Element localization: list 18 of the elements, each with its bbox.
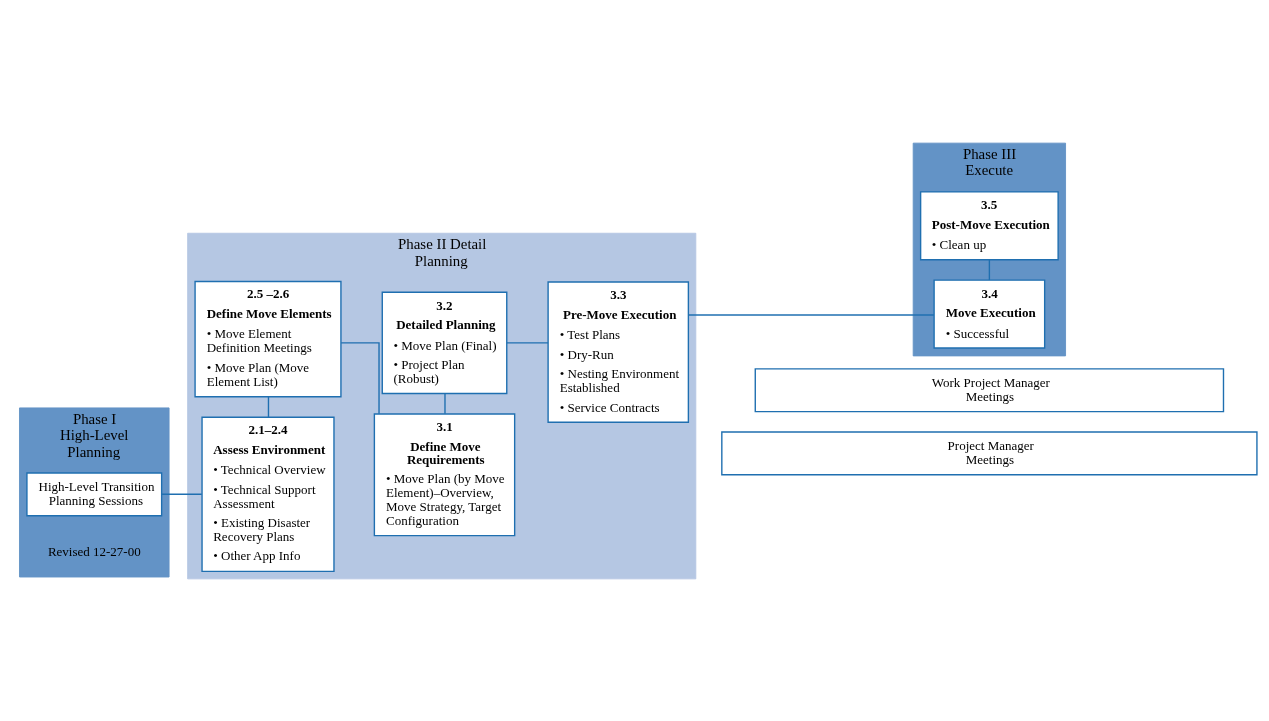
connector <box>506 341 549 344</box>
connector <box>988 258 991 281</box>
node-box: High-Level Transition Planning Sessions <box>26 471 163 516</box>
node-box: 3.5 Post-Move Execution • Clean up <box>919 190 1059 260</box>
node-box: 3.4 Move Execution • Successful <box>933 279 1046 349</box>
node-box: 3.1 Define Move Requirements • Move Plan (by Move Element)–Overview, Move Strategy, Target Configuration <box>373 412 516 536</box>
node-box: 2.1–2.4 Assess Environment • Technical Overview • Technical Support Assessment • Existing Disaster Recovery Plans • Other App Info <box>201 416 335 572</box>
node-box: Work Project Manager Meetings <box>754 367 1225 412</box>
connector <box>340 341 380 415</box>
node-box: Project Manager Meetings <box>721 430 1258 475</box>
node-box: 2.5 –2.6 Define Move Elements • Move Element Definition Meetings • Move Plan (Move Element List) <box>194 280 342 397</box>
node-box: 3.2 Detailed Planning • Move Plan (Final) • Project Plan (Robust) <box>381 291 508 394</box>
connector <box>267 395 270 418</box>
label: Revised 12-27-00 <box>47 543 141 559</box>
connector <box>444 392 446 415</box>
node-box: 3.3 Pre-Move Execution • Test Plans • Dry-Run • Nesting Environment Established • Service Contracts <box>547 280 690 423</box>
connector <box>161 493 203 495</box>
connector <box>687 313 935 316</box>
